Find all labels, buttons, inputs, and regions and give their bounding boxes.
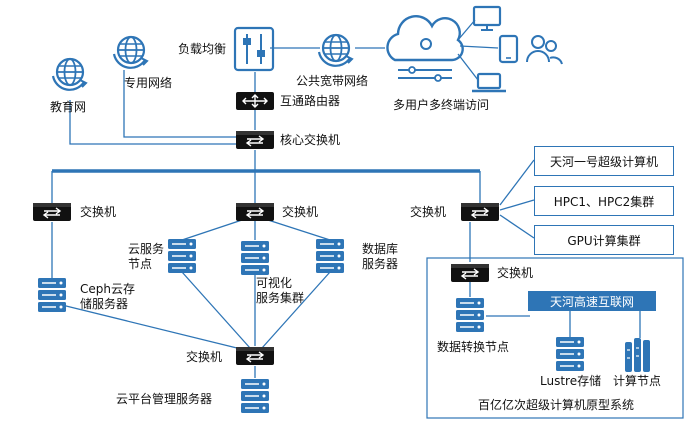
core-switch-icon	[235, 130, 275, 150]
middle-switch-icon	[235, 202, 275, 222]
router-icon	[235, 91, 275, 111]
lustre-storage-label: Lustre存储	[540, 374, 602, 388]
exascale-system-title: 百亿亿次超级计算机原型系统	[478, 398, 635, 412]
visualization-server-icon	[240, 240, 270, 276]
cloud-mgmt-server-icon	[240, 378, 270, 414]
hpc-switch-label: 交换机	[497, 266, 534, 280]
middle-switch-label: 交换机	[282, 205, 319, 219]
visualization-cluster-label: 可视化 服务集群	[256, 276, 305, 305]
multi-user-access-label: 多用户多终端访问	[393, 98, 490, 112]
gpu-cluster-box: GPU计算集群	[534, 225, 674, 255]
education-network-globe-icon	[51, 57, 88, 91]
monitor-icon	[472, 5, 502, 31]
database-server-icon	[315, 238, 345, 274]
data-transfer-server-icon	[455, 297, 485, 333]
cloud-service-node-label: 云服务 节点	[128, 242, 165, 271]
private-network-globe-icon	[112, 35, 149, 69]
data-transfer-node-label: 数据转换节点	[437, 340, 510, 354]
public-broadband-label: 公共宽带网络	[296, 74, 369, 88]
private-network-label: 专用网络	[124, 76, 173, 90]
left-switch-icon	[32, 202, 72, 222]
database-server-label: 数据库 服务器	[362, 242, 399, 271]
ceph-server-icon	[37, 277, 67, 313]
left-switch-label: 交换机	[80, 205, 117, 219]
router-label: 互通路由器	[280, 94, 341, 108]
hpc-clusters-box: HPC1、HPC2集群	[534, 186, 674, 216]
load-balancer-label: 负载均衡	[178, 42, 227, 56]
load-balancer-icon	[233, 26, 275, 72]
compute-node-icon	[625, 338, 650, 372]
compute-node-label: 计算节点	[613, 374, 662, 388]
connection-lines	[51, 47, 641, 378]
hpc-switch-icon	[450, 263, 490, 283]
right-switch-icon	[460, 202, 500, 222]
right-switch-label: 交换机	[410, 205, 447, 219]
tianhe-interconnect-box: 天河高速互联网	[528, 291, 656, 311]
core-switch-label: 核心交换机	[280, 133, 341, 147]
cloud-service-server-icon	[167, 238, 197, 274]
bottom-switch-icon	[235, 346, 275, 366]
bottom-switch-label: 交换机	[186, 350, 223, 364]
users-icon	[526, 35, 563, 65]
cloud-mgmt-server-label: 云平台管理服务器	[116, 392, 213, 406]
public-broadband-globe-icon	[317, 33, 354, 67]
laptop-icon	[472, 72, 506, 93]
tablet-icon	[498, 34, 519, 64]
education-network-label: 教育网	[50, 100, 87, 114]
tianhe1-box: 天河一号超级计算机	[534, 146, 674, 176]
lustre-server-icon	[555, 336, 585, 372]
cloud-icon	[386, 15, 499, 82]
exascale-system-boundary	[426, 257, 684, 419]
ceph-storage-label: Ceph云存 储服务器	[80, 282, 135, 311]
